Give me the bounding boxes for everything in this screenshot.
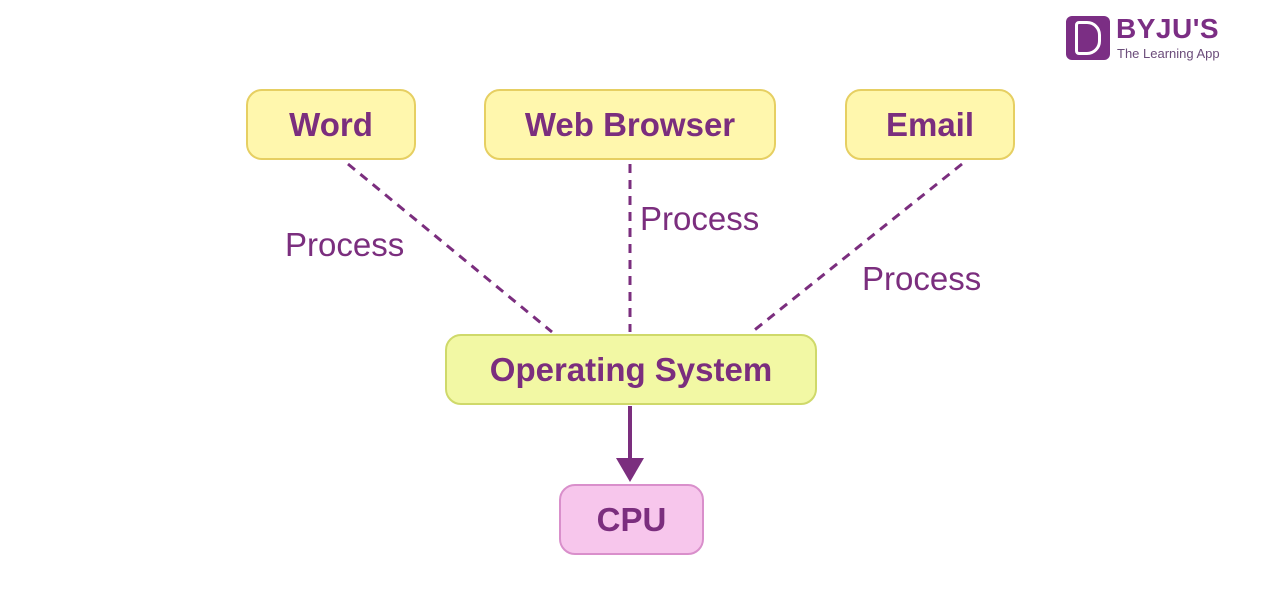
- brand-tagline: The Learning App: [1117, 46, 1220, 61]
- email-node-label: Email: [885, 105, 975, 143]
- operating-system-node-label: Operating System: [489, 350, 773, 388]
- browser-process-label: Process: [640, 200, 760, 237]
- connector-email-to-os: [751, 162, 963, 334]
- word-node-label: Word: [289, 105, 373, 143]
- brand-name: BYJU'S: [1116, 13, 1220, 44]
- web-browser-node-label: Web Browser: [524, 105, 736, 143]
- operating-system-node: Operating System: [445, 334, 817, 405]
- cpu-node-label: CPU: [596, 500, 667, 538]
- arrowhead-os-to-cpu: [616, 458, 644, 482]
- brand-logo: BYJU'S The Learning App: [1066, 13, 1236, 64]
- word-node: Word: [246, 89, 416, 160]
- connector-word-to-os: [347, 162, 553, 334]
- brand-logo-icon: [1066, 16, 1110, 60]
- word-process-label: Process: [285, 226, 405, 263]
- email-node: Email: [845, 89, 1015, 160]
- cpu-node: CPU: [559, 484, 704, 555]
- email-process-label: Process: [862, 260, 982, 297]
- web-browser-node: Web Browser: [484, 89, 776, 160]
